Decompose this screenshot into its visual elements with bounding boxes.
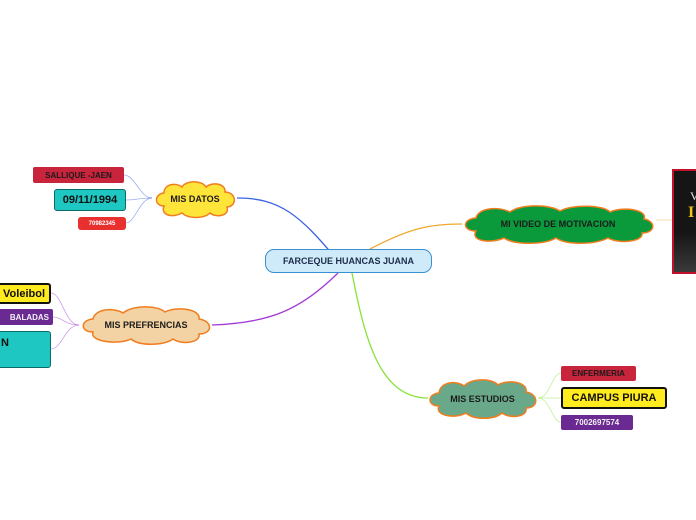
branch-mi-video-label: MI VIDEO DE MOTIVACION: [500, 219, 616, 229]
central-topic-label: FARCEQUE HUANCAS JUANA: [282, 256, 414, 266]
datos-tag-location[interactable]: SALLIQUE -JAEN: [33, 167, 124, 183]
video-thumbnail-shade: [674, 231, 696, 272]
link-estudios-child-1: [537, 372, 562, 399]
pref-tag-music[interactable]: BALADAS: [0, 309, 53, 325]
branch-mis-datos-label: MIS DATOS: [170, 194, 220, 204]
branch-mis-estudios[interactable]: MIS ESTUDIOS: [424, 377, 541, 420]
datos-tag-birthdate[interactable]: 09/11/1994: [54, 189, 126, 211]
link-estudios-child-3: [537, 397, 562, 423]
pref-tag-other[interactable]: N: [0, 331, 51, 368]
video-thumbnail[interactable]: V I: [672, 169, 696, 274]
pref-tag-music-text: BALADAS: [9, 312, 49, 322]
pref-tag-sport-text: Voleibol: [3, 287, 45, 300]
link-central-video: [369, 223, 463, 250]
estudios-tag-code[interactable]: 7002697574: [561, 415, 633, 430]
pref-tag-sport[interactable]: Voleibol: [0, 283, 51, 304]
estudios-tag-campus[interactable]: CAMPUS PIURA: [561, 387, 667, 409]
link-pref-child-2: [52, 316, 80, 326]
branch-mis-prefrencias[interactable]: MIS PREFRENCIAS: [77, 304, 215, 346]
datos-tag-birthdate-text: 09/11/1994: [62, 194, 118, 206]
branch-mi-video[interactable]: MI VIDEO DE MOTIVACION: [458, 203, 658, 245]
cloud-shape-datos: [155, 181, 235, 219]
estudios-tag-code-text: 7002697574: [574, 418, 620, 427]
link-central-preferencias: [211, 272, 339, 326]
link-datos-child-3: [125, 197, 153, 224]
branch-mis-estudios-label: MIS ESTUDIOS: [450, 393, 515, 404]
estudios-tag-career-text: ENFERMERIA: [572, 369, 625, 378]
estudios-tag-campus-text: CAMPUS PIURA: [571, 392, 657, 404]
datos-tag-dni-text: 70982345: [88, 220, 116, 227]
datos-tag-location-text: SALLIQUE -JAEN: [45, 170, 112, 180]
link-datos-child-1: [123, 174, 153, 199]
video-thumbnail-text-2: I: [688, 204, 695, 221]
cloud-shape-video: [464, 205, 654, 244]
estudios-tag-career[interactable]: ENFERMERIA: [561, 366, 636, 381]
cloud-shape-estudios: [429, 379, 537, 419]
link-pref-child-3: [50, 324, 80, 350]
central-topic[interactable]: FARCEQUE HUANCAS JUANA: [265, 249, 432, 273]
link-pref-child-1: [50, 292, 80, 326]
branch-mis-datos[interactable]: MIS DATOS: [150, 178, 240, 220]
pref-tag-other-text: N: [1, 337, 9, 349]
cloud-shape-preferencias: [82, 306, 211, 345]
link-datos-child-2: [125, 197, 153, 201]
link-central-estudios: [351, 272, 429, 399]
video-thumbnail-text-1: V: [690, 189, 696, 204]
branch-mis-prefrencias-label: MIS PREFRENCIAS: [104, 320, 188, 330]
link-central-datos: [236, 197, 339, 262]
datos-tag-dni[interactable]: 70982345: [78, 217, 126, 230]
